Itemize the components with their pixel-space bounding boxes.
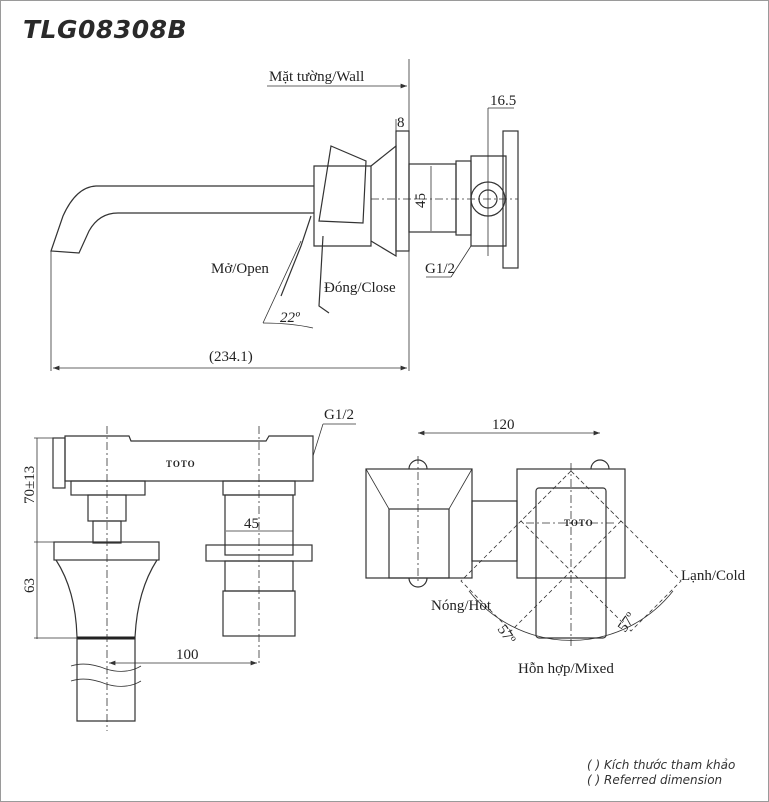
note-en: ( ) Referred dimension [587, 773, 723, 787]
g12-leader [312, 423, 324, 457]
mount-plate [502, 130, 519, 269]
dim-100-label: 100 [176, 647, 199, 663]
mixed-label: Hỗn hợp/Mixed [518, 661, 614, 677]
mixer-brand: TOTO [564, 518, 594, 528]
dim-45-label: 45 [244, 516, 259, 532]
thread [455, 160, 472, 236]
angle-left-label: 57º [494, 622, 519, 648]
thread-label: G1/2 [425, 261, 455, 277]
dim-120-label: 120 [492, 417, 515, 433]
spout-body [55, 559, 158, 639]
lever-swing-outlines [460, 470, 682, 632]
dim-63-label: 63 [22, 578, 38, 593]
escutcheon [370, 144, 397, 258]
hot-escutcheon [365, 468, 473, 579]
handle-body [313, 165, 372, 247]
note-vi: ( ) Kích thước tham khảo [587, 758, 736, 772]
hot-handle [388, 508, 450, 579]
open-label: Mở/Open [211, 261, 269, 277]
angle-line [262, 240, 302, 324]
base-flange [53, 541, 160, 561]
side-view: Mặt tường/Wall 45 8 1 [50, 59, 519, 371]
plan-view: 120 TOTO Nóng/Hot Lạnh/Cold Hỗn hợp/Mixe… [365, 417, 746, 677]
handle-lever-close [318, 235, 330, 314]
spout [50, 185, 314, 254]
wall-label: Mặt tường/Wall [269, 69, 364, 85]
handle-lever-open [280, 215, 312, 297]
brand-label: TOTO [166, 459, 196, 469]
g12-leader-2 [450, 245, 472, 278]
front-view: TOTO 45 100 70±13 63 [22, 407, 356, 731]
angle-label: 22º [280, 310, 300, 326]
body-housing [64, 435, 314, 482]
dim-45-label: 45 [413, 193, 429, 208]
connector [471, 500, 518, 562]
close-label: Đóng/Close [324, 280, 396, 296]
hot-bevel [365, 468, 473, 510]
handle-lever-closed [318, 145, 367, 224]
bracket [470, 155, 507, 247]
side-cap [52, 437, 66, 489]
nut [70, 480, 146, 496]
mixer-lever [535, 487, 607, 639]
notes: ( ) Kích thước tham khảo ( ) Referred di… [587, 758, 735, 788]
angle-arc [262, 322, 314, 329]
flange [395, 130, 410, 252]
dim-16-5-label: 16.5 [490, 93, 516, 109]
dim-8-label: 8 [397, 115, 405, 131]
break-lines [70, 663, 142, 687]
dim-height-label: 70±13 [22, 466, 38, 504]
model-title: TLG08308B [23, 15, 188, 44]
hot-label: Nóng/Hot [431, 598, 492, 614]
thread-label: G1/2 [324, 407, 354, 423]
length-label: (234.1) [209, 349, 253, 365]
cold-label: Lạnh/Cold [681, 568, 746, 584]
swing-arc [468, 590, 674, 641]
